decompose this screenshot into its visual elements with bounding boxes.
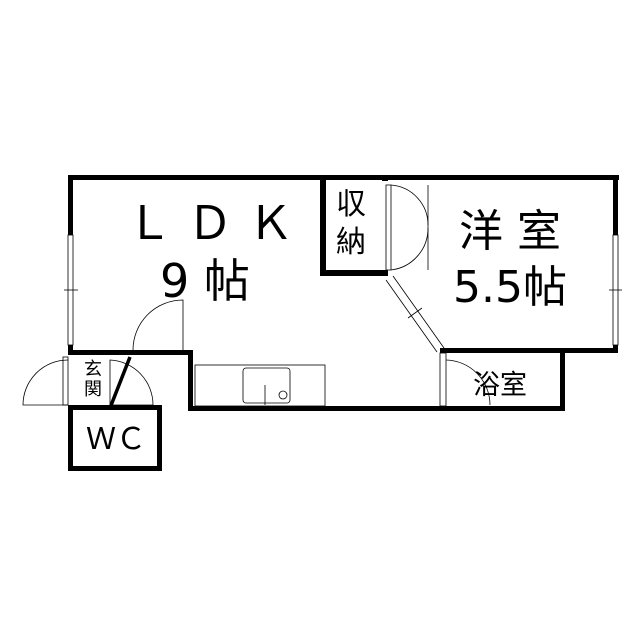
entrance-label-2: 関: [84, 379, 102, 400]
kitchen-counter: [194, 364, 326, 407]
entrance-label-1: 玄: [84, 359, 102, 380]
door-wc: [109, 359, 154, 406]
sink: [242, 367, 291, 404]
door-bath: [445, 359, 491, 406]
storage-label-1: 収: [336, 187, 366, 222]
entrance-step: [108, 356, 132, 409]
fixtures: [22, 184, 622, 407]
sliding-door: [385, 275, 445, 353]
door-storage: [390, 184, 429, 271]
walls: [68, 175, 619, 471]
door-ldk: [132, 299, 184, 351]
western-size: 5.5帖: [453, 262, 567, 313]
door-entrance: [22, 359, 69, 406]
storage-label-2: 納: [336, 225, 366, 260]
wc-label: ＷＣ: [86, 422, 146, 457]
western-label: 洋 室: [459, 206, 561, 257]
bath-label: 浴室: [473, 370, 527, 401]
ldk-label: Ｌ Ｄ Ｋ: [126, 196, 294, 250]
ldk-size: 9 帖: [160, 254, 250, 308]
